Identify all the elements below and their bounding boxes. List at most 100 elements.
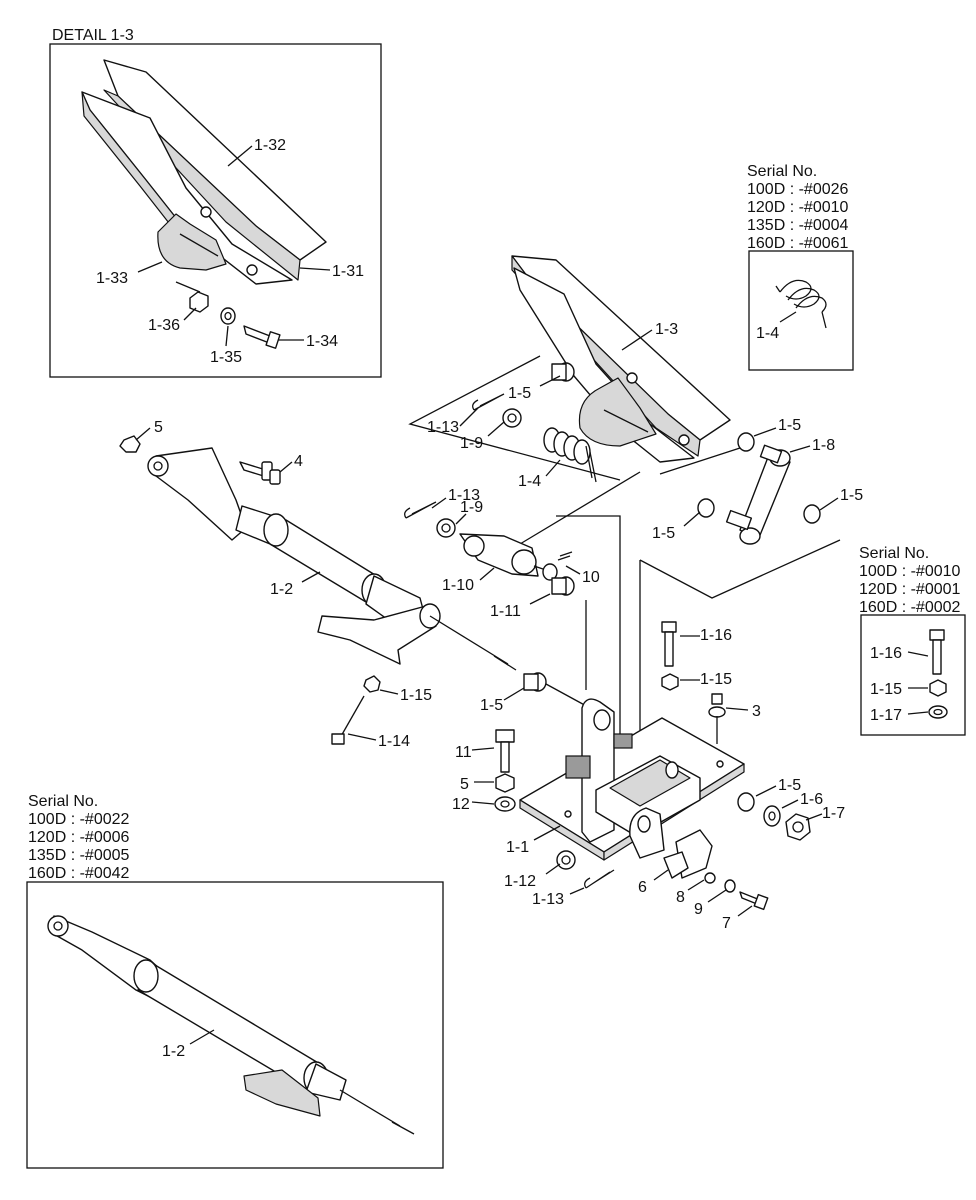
callout-9: 9 [694, 901, 703, 918]
callout-1-1: 1-1 [506, 839, 529, 856]
pedal-hinge [578, 377, 657, 447]
serial-line: 100D : -#0022 [28, 811, 130, 828]
cotter-pin [584, 869, 615, 889]
callout-1-5: 1-5 [840, 487, 863, 504]
base-bracket-assembly: 1-16 1-15 3 11 5 12 1-1 1-12 1-13 6 8 9 … [452, 621, 845, 932]
nut [363, 675, 381, 693]
callout-1-5: 1-5 [508, 385, 531, 402]
callout-10: 10 [582, 569, 600, 586]
callout-1-5: 1-5 [480, 697, 503, 714]
nut [785, 813, 811, 841]
washer [436, 518, 456, 538]
detail-nut [189, 291, 209, 313]
nut [119, 435, 141, 453]
shaft-bracket [317, 605, 437, 665]
serial-line: 160D : -#0061 [747, 235, 849, 252]
callout-1-8: 1-8 [812, 437, 835, 454]
callout-1-16: 1-16 [870, 645, 902, 662]
callout-1-5: 1-5 [778, 777, 801, 794]
washer [928, 705, 948, 719]
serial-line: 120D : -#0006 [28, 829, 130, 846]
callout-1-36: 1-36 [148, 317, 180, 334]
serial-heading: Serial No. [859, 545, 929, 562]
bushing [737, 792, 755, 812]
callout-1-11: 1-11 [490, 603, 521, 620]
callout-1-14: 1-14 [378, 733, 410, 750]
serial-line: 120D : -#0010 [747, 199, 849, 216]
nut [929, 679, 947, 697]
bushing [737, 432, 755, 452]
callout-1-12: 1-12 [504, 873, 536, 890]
washer [724, 879, 736, 893]
callout-3: 3 [752, 703, 761, 720]
callout-6: 6 [638, 879, 647, 896]
detail-hinge-bracket [157, 213, 227, 271]
pedal-assembly: 1-3 1-5 1-13 1-9 1-4 1-5 1-8 1-5 1-5 [408, 255, 863, 545]
nut [704, 872, 716, 884]
callout-5: 5 [460, 776, 469, 793]
serial-frame [860, 614, 966, 736]
serial-heading: Serial No. [747, 163, 817, 180]
detail-frame [49, 43, 382, 378]
serial-box-bolt: Serial No. 100D : -#0010 120D : -#0001 1… [859, 545, 966, 736]
detail-1-3: DETAIL 1-3 1-32 1-33 1-31 1-36 1-35 1-34 [49, 27, 382, 378]
callout-1-7: 1-7 [822, 805, 845, 822]
stud-bolt [711, 693, 723, 705]
serial-box-shaft: Serial No. 100D : -#0022 120D : -#0006 1… [26, 793, 444, 1169]
nut [495, 773, 515, 793]
accelerator-pedal-arm [513, 267, 695, 463]
callout-1-6: 1-6 [800, 791, 823, 808]
serial-line: 135D : -#0004 [747, 217, 849, 234]
callout-1-9: 1-9 [460, 435, 483, 452]
roll-pin [557, 551, 573, 561]
callout-1-35: 1-35 [210, 349, 242, 366]
bolt [929, 629, 945, 641]
callout-1-13: 1-13 [532, 891, 564, 908]
callout-1-13: 1-13 [448, 487, 480, 504]
callout-5: 5 [154, 419, 163, 436]
adjust-bolt [339, 695, 365, 739]
callout-1-13: 1-13 [427, 419, 459, 436]
pedal-link [725, 444, 791, 545]
cotter-pin [404, 501, 437, 519]
callout-11: 11 [455, 744, 472, 761]
cotter-pin [472, 393, 505, 411]
old-shaft-stopper [243, 1069, 321, 1117]
callout-1-16: 1-16 [700, 627, 732, 644]
callout-4: 4 [294, 453, 303, 470]
washer [502, 408, 522, 428]
callout-1-15: 1-15 [870, 681, 902, 698]
serial-line: 100D : -#0010 [859, 563, 961, 580]
bolt [495, 729, 515, 743]
nut [661, 673, 679, 691]
old-shaft-tube [137, 961, 321, 1091]
serial-heading: Serial No. [28, 793, 98, 810]
detail-title: DETAIL 1-3 [52, 27, 134, 44]
shaft-tube [235, 505, 381, 603]
serial-line: 160D : -#0042 [28, 865, 130, 882]
bushing [697, 498, 715, 518]
callout-8: 8 [676, 889, 685, 906]
callout-12: 12 [452, 796, 470, 813]
callout-1-2: 1-2 [270, 581, 293, 598]
serial-line: 120D : -#0001 [859, 581, 961, 598]
serial-line: 135D : -#0005 [28, 847, 130, 864]
shaft-lever-arm [155, 447, 247, 541]
serial-frame [748, 250, 854, 371]
washer [494, 796, 516, 812]
washer [556, 850, 576, 870]
callout-1-17: 1-17 [870, 707, 902, 724]
callout-7: 7 [722, 915, 731, 932]
serial-line: 100D : -#0026 [747, 181, 849, 198]
washer [763, 805, 781, 827]
callout-1-15: 1-15 [700, 671, 732, 688]
return-spring [543, 427, 597, 483]
callout-1-31: 1-31 [332, 263, 364, 280]
bushing [803, 504, 821, 524]
callout-1-3: 1-3 [655, 321, 678, 338]
callout-1-4: 1-4 [756, 325, 779, 342]
callout-1-34: 1-34 [306, 333, 338, 350]
bolt [661, 621, 677, 633]
callout-1-5: 1-5 [778, 417, 801, 434]
